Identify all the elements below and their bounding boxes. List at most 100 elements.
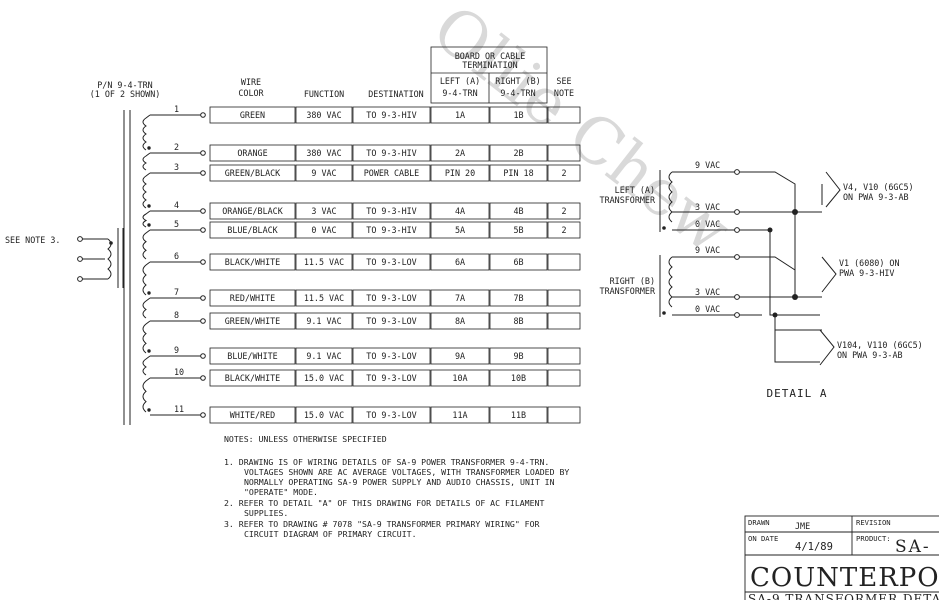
table-cell-note: 2: [561, 225, 566, 235]
table-cell-border: [489, 347, 548, 365]
tap-terminal: [734, 209, 740, 215]
table-cell-border: [352, 221, 431, 239]
table-cell-left: 9A: [455, 351, 465, 361]
notes-heading: NOTES: UNLESS OTHERWISE SPECIFIED: [224, 434, 387, 444]
wire-terminal: [200, 112, 206, 118]
see-note-label: SEE NOTE 3.: [5, 235, 60, 245]
header-left: LEFT (A): [440, 76, 480, 86]
header-see: SEE: [556, 76, 571, 86]
table-cell-border: [209, 406, 296, 424]
drawn-label: DRAWN: [748, 518, 770, 527]
tap-terminal: [734, 294, 740, 300]
header-destination: DESTINATION: [368, 89, 423, 99]
v1-label-2: PWA 9-3-HIV: [839, 268, 894, 278]
table-cell-border: [430, 253, 490, 271]
table-cell-dest: TO 9-3-HIV: [366, 225, 416, 235]
wire-number: 7: [174, 287, 179, 297]
tap-terminal: [734, 254, 740, 260]
table-cell-border: [489, 202, 548, 220]
table-cell-func: 380 VAC: [306, 110, 341, 120]
left-tap-9vac: 9 VAC: [695, 160, 720, 170]
table-cell-border: [209, 253, 296, 271]
table-cell-func: 3 VAC: [311, 206, 336, 216]
wire-number: 11: [174, 404, 184, 414]
drawing-title: SA-9 TRANSFORMER DETAIL: [748, 592, 939, 600]
table-cell-border: [352, 202, 431, 220]
table-cell-border: [209, 144, 296, 162]
table-cell-func: 15.0 VAC: [304, 373, 344, 383]
table-cell-left: 7A: [455, 293, 465, 303]
wire-terminal: [200, 412, 206, 418]
header-function: FUNCTION: [304, 89, 344, 99]
table-cell-border: [209, 106, 296, 124]
wire-number: 3: [174, 162, 179, 172]
table-cell-color: WHITE/RED: [230, 410, 275, 420]
table-cell-border: [430, 312, 490, 330]
left-transformer-label-2: TRANSFORMER: [600, 195, 656, 205]
wire-terminal: [200, 318, 206, 324]
table-cell-border: [547, 369, 581, 387]
wire-number: 8: [174, 310, 179, 320]
table-cell-border: [489, 144, 548, 162]
header-right: RIGHT (B): [495, 76, 540, 86]
right-tap-9vac: 9 VAC: [695, 245, 720, 255]
table-cell-dest: TO 9-3-LOV: [366, 373, 416, 383]
table-cell-border: [352, 164, 431, 182]
wire-number: 4: [174, 200, 179, 210]
phase-dot: [147, 349, 151, 353]
table-cell-border: [352, 369, 431, 387]
table-cell-border: [209, 202, 296, 220]
table-cell-border: [489, 253, 548, 271]
table-cell-dest: TO 9-3-LOV: [366, 257, 416, 267]
table-cell-border: [352, 312, 431, 330]
table-cell-dest: TO 9-3-LOV: [366, 293, 416, 303]
table-cell-right: 1B: [513, 110, 523, 120]
header-note: NOTE: [554, 88, 574, 98]
phase-dot: [662, 311, 666, 315]
table-cell-border: [352, 289, 431, 307]
wire-number: 5: [174, 219, 179, 229]
table-cell-right: 9B: [513, 351, 523, 361]
table-cell-border: [430, 289, 490, 307]
note-2-line-2: SUPPLIES.: [244, 508, 288, 518]
right-transformer-label-2: TRANSFORMER: [600, 286, 656, 296]
header-left-pn: 9-4-TRN: [442, 88, 477, 98]
table-cell-color: BLACK/WHITE: [225, 257, 280, 267]
table-cell-border: [489, 406, 548, 424]
wire-terminal: [200, 295, 206, 301]
table-cell-note: 2: [561, 168, 566, 178]
note-2-line-1: 2. REFER TO DETAIL "A" OF THIS DRAWING F…: [224, 498, 544, 508]
table-cell-border: [547, 164, 581, 182]
table-cell-border: [352, 253, 431, 271]
table-cell-left: 4A: [455, 206, 465, 216]
junction-dot: [792, 294, 798, 300]
junction-dot: [772, 312, 778, 318]
tap-terminal: [734, 169, 740, 175]
wire-terminal: [200, 353, 206, 359]
wire-number: 2: [174, 142, 179, 152]
wire-terminal: [200, 375, 206, 381]
table-cell-border: [430, 106, 490, 124]
table-cell-dest: TO 9-3-HIV: [366, 206, 416, 216]
header-right-pn: 9-4-TRN: [500, 88, 535, 98]
left-tap-0vac: 0 VAC: [695, 219, 720, 229]
table-cell-dest: TO 9-3-HIV: [366, 110, 416, 120]
header-color: COLOR: [238, 88, 264, 98]
table-cell-color: ORANGE/BLACK: [222, 206, 283, 216]
detail-a-title: DETAIL A: [767, 387, 828, 400]
table-cell-border: [295, 289, 353, 307]
table-cell-border: [295, 202, 353, 220]
table-cell-dest: TO 9-3-LOV: [366, 410, 416, 420]
phase-dot: [109, 241, 113, 245]
phase-dot: [662, 226, 666, 230]
table-cell-color: GREEN/BLACK: [225, 168, 281, 178]
table-cell-dest: TO 9-3-HIV: [366, 148, 416, 158]
table-cell-border: [547, 106, 581, 124]
table-cell-border: [352, 347, 431, 365]
note-1-line-1: 1. DRAWING IS OF WIRING DETAILS OF SA-9 …: [224, 457, 549, 467]
table-cell-border: [295, 221, 353, 239]
